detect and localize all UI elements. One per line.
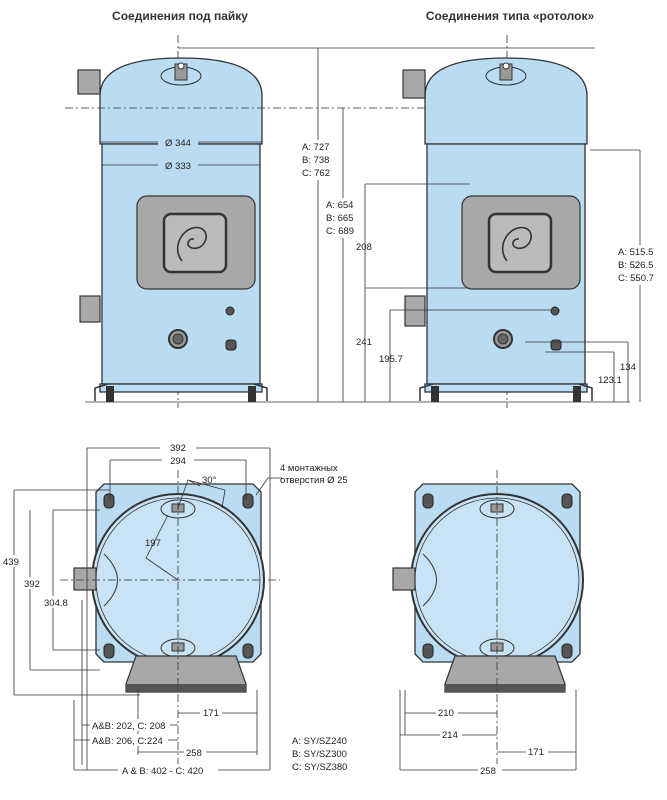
legend-c: C: SY/SZ380 — [292, 762, 347, 773]
dim-134: 134 — [620, 362, 636, 373]
dim-depth-439: 439 — [3, 557, 19, 568]
model-legend: A: SY/SZ240 B: SY/SZ300 C: SY/SZ380 — [292, 736, 347, 773]
dim-diameter-333: Ø 333 — [165, 161, 191, 172]
holes-note-line2: отверстия Ø 25 — [280, 475, 348, 486]
dim-overall-height-b: B: 738 — [302, 155, 329, 166]
dim-123-1: 123.1 — [598, 375, 622, 386]
dim-right-height-a: A: 515.5 — [618, 247, 653, 258]
dim-210: 210 — [438, 708, 454, 719]
dim-right-height-b: B: 526.5 — [618, 260, 653, 271]
dim-fitting-height-c: C: 689 — [326, 226, 354, 237]
dim-fitting-height-a: A: 654 — [326, 200, 353, 211]
dim-diameter-344: Ø 344 — [165, 138, 191, 149]
dim-overall-height-c: C: 762 — [302, 168, 330, 179]
title-rotolock-connections: Соединения типа «ротолок» — [426, 9, 595, 23]
dim-width-392: 392 — [170, 443, 186, 454]
dim-ab-206: A&B: 206, C:224 — [92, 736, 163, 747]
front-view-dimensions: A: 727 B: 738 C: 762 A: 654 B: 665 C: 68… — [85, 47, 664, 403]
dim-fitting-height-b: B: 665 — [326, 213, 353, 224]
front-view-solder: Ø 344 Ø 333 — [65, 35, 440, 408]
dim-depth-392: 392 — [24, 579, 40, 590]
dim-241: 241 — [356, 337, 372, 348]
dim-hole-spacing-294: 294 — [170, 456, 186, 467]
dim-208: 208 — [356, 242, 372, 253]
holes-note-line1: 4 монтажных — [280, 463, 338, 474]
top-view-solder: 392 294 30° 4 монтажных отверстия Ø 25 1… — [2, 441, 348, 777]
dim-total-width: A & B: 402 - C: 420 — [122, 766, 203, 777]
dim-171: 171 — [203, 708, 219, 719]
dim-214: 214 — [442, 730, 458, 741]
dim-angle-30: 30° — [202, 475, 217, 486]
dim-258: 258 — [186, 748, 202, 759]
legend-b: B: SY/SZ300 — [292, 749, 347, 760]
legend-a: A: SY/SZ240 — [292, 736, 347, 747]
dim-195-7: 195.7 — [379, 354, 403, 365]
dim-depth-304-8: 304.8 — [44, 598, 68, 609]
front-view-rotolock — [402, 35, 594, 408]
dim-ab-202: A&B: 202, C: 208 — [92, 721, 165, 732]
title-solder-connections: Соединения под пайку — [112, 9, 248, 23]
dim-radius-197: 197 — [145, 538, 161, 549]
dim-171-right: 171 — [528, 747, 544, 758]
dim-overall-height-a: A: 727 — [302, 142, 329, 153]
top-view-rotolock: 210 214 171 258 — [392, 470, 584, 777]
dim-258-right: 258 — [480, 766, 496, 777]
dim-right-height-c: C: 550.7 — [618, 273, 654, 284]
